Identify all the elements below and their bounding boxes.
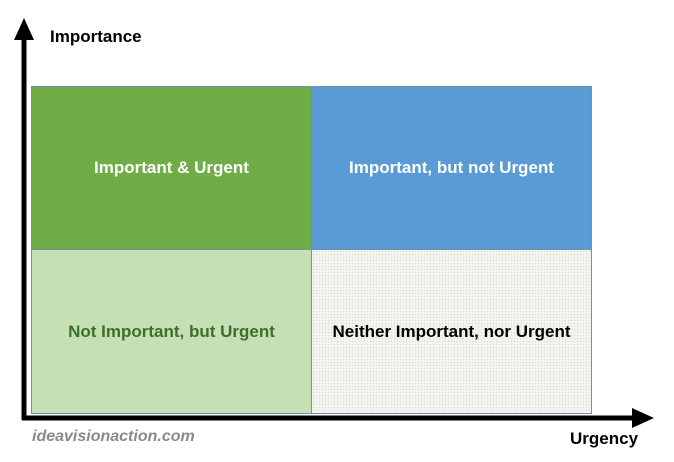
x-axis-arrowhead (632, 408, 654, 428)
quadrant-important-not-urgent: Important, but not Urgent (311, 86, 592, 250)
quadrant-label: Not Important, but Urgent (68, 321, 275, 341)
y-axis-label: Importance (50, 27, 142, 46)
quadrant-label: Important & Urgent (94, 158, 249, 177)
quadrant-neither: Neither Important, nor Urgent (311, 249, 592, 414)
watermark-text: ideavisionaction.com (32, 428, 195, 445)
x-axis-label: Urgency (570, 429, 639, 448)
quadrant-not-important-urgent: Not Important, but Urgent (31, 249, 312, 414)
quadrant-label: Neither Important, nor Urgent (332, 321, 571, 341)
quadrant-label: Important, but not Urgent (349, 158, 554, 177)
y-axis-arrowhead (14, 18, 34, 40)
quadrant-important-urgent: Important & Urgent (31, 86, 312, 250)
